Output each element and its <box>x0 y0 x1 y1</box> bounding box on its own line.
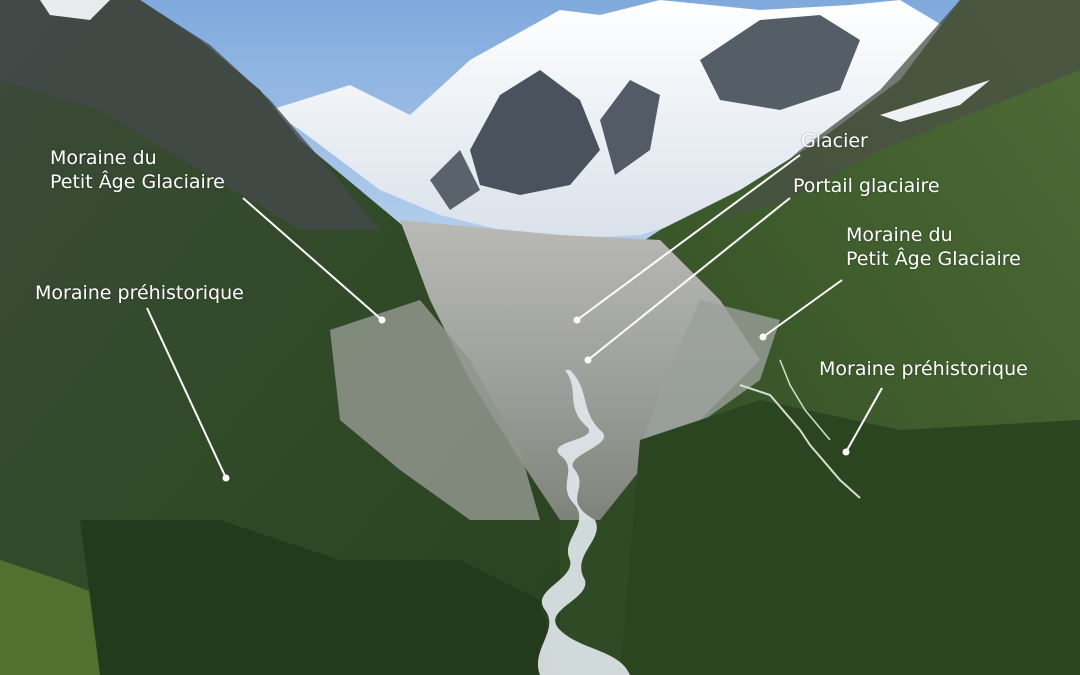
label-right-moraine-lia: Moraine du Petit Âge Glaciaire <box>846 223 1021 271</box>
leader-left-lia <box>242 197 383 321</box>
leader-left-prehistoric <box>146 307 227 479</box>
label-glacial-portal-text: Portail glaciaire <box>793 175 940 197</box>
leader-right-prehistoric <box>845 387 883 453</box>
left-snow-streak <box>40 0 110 20</box>
right-snow-patch <box>880 80 990 122</box>
label-left-moraine-prehistoric-text: Moraine préhistorique <box>35 282 244 304</box>
lower-forest <box>80 520 560 675</box>
dot-right-lia <box>759 333 767 341</box>
label-glacial-portal: Portail glaciaire <box>793 174 940 198</box>
label-left-moraine-lia-line2: Petit Âge Glaciaire <box>50 171 225 193</box>
left-moraine-slope <box>330 300 540 520</box>
rock-face-1 <box>470 70 600 195</box>
label-glacier-text: Glacier <box>801 130 868 152</box>
label-right-moraine-prehistoric-text: Moraine préhistorique <box>819 358 1028 380</box>
rock-face-4 <box>430 150 480 210</box>
label-left-moraine-prehistoric: Moraine préhistorique <box>35 281 244 305</box>
river <box>537 370 630 675</box>
rock-face-2 <box>600 80 660 175</box>
dot-glacier <box>573 316 581 324</box>
dot-right-prehistoric <box>842 448 850 456</box>
label-glacier: Glacier <box>801 129 868 153</box>
trail <box>739 384 861 499</box>
label-right-moraine-lia-line2: Petit Âge Glaciaire <box>846 248 1021 270</box>
left-rock-band <box>0 0 380 230</box>
label-right-moraine-lia-line1: Moraine du <box>846 224 953 246</box>
leader-portal <box>587 197 791 361</box>
dot-portal <box>584 356 592 364</box>
label-left-moraine-lia-line1: Moraine du <box>50 147 157 169</box>
right-forest <box>620 400 1080 675</box>
leader-glacier <box>576 154 801 321</box>
right-moraine-slope <box>640 300 780 450</box>
rock-face-3 <box>700 15 860 110</box>
label-left-moraine-lia: Moraine du Petit Âge Glaciaire <box>50 146 225 194</box>
label-right-moraine-prehistoric: Moraine préhistorique <box>819 357 1028 381</box>
dot-left-prehistoric <box>222 474 230 482</box>
left-mountain <box>0 0 560 675</box>
leader-right-lia <box>762 279 843 338</box>
dot-left-lia <box>378 316 386 324</box>
trail-2 <box>779 359 831 441</box>
